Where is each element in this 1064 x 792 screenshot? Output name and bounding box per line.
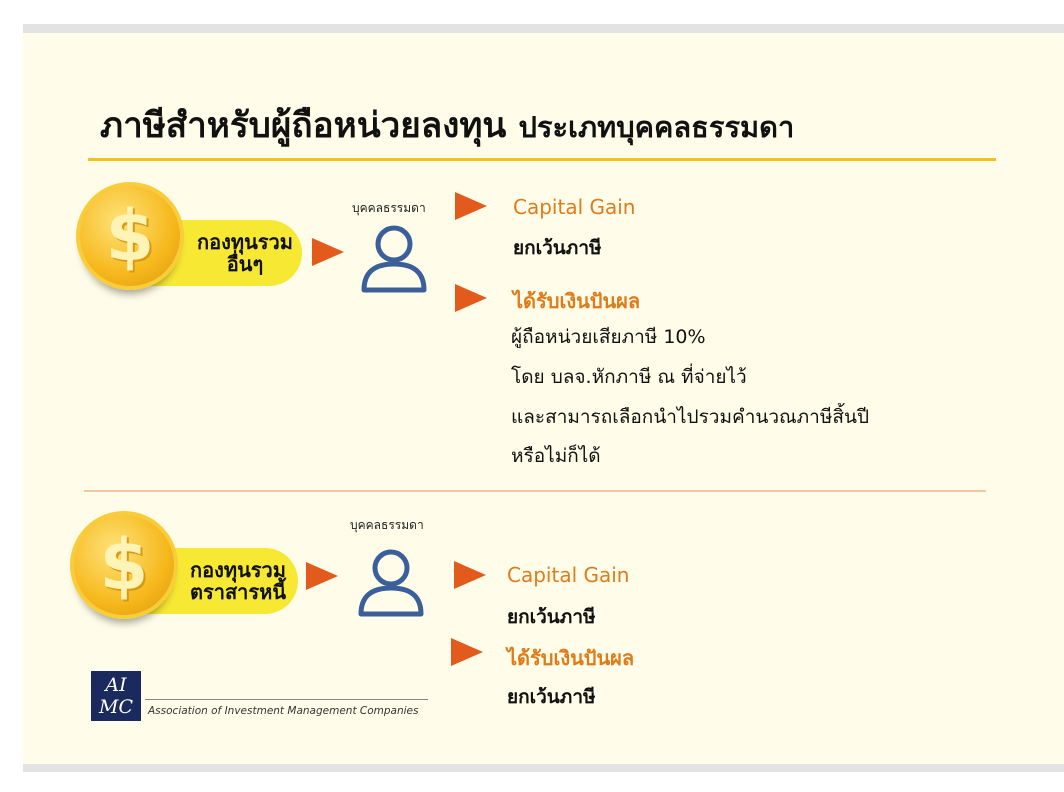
logo-mark: MC bbox=[99, 696, 133, 718]
capital-gain-text: ยกเว้นภาษี bbox=[507, 606, 596, 628]
investor-label: บุคคลธรรมดา bbox=[352, 201, 426, 215]
capital-gain-text: ยกเว้นภาษี bbox=[513, 237, 602, 259]
capital-gain-heading: Capital Gain bbox=[513, 195, 636, 219]
dividend-heading: ได้รับเงินปันผล bbox=[513, 289, 641, 313]
slide bbox=[23, 33, 1064, 764]
fund-label-line: ตราสารหนี้ bbox=[190, 580, 286, 604]
dividend-text: ยกเว้นภาษี bbox=[507, 686, 596, 708]
fund-label-line: กองทุนรวม bbox=[190, 558, 286, 582]
dividend-line: ผู้ถือหน่วยเสียภาษี 10% bbox=[511, 326, 706, 348]
arrow-icon bbox=[451, 638, 483, 666]
capital-gain-heading: Capital Gain bbox=[507, 563, 630, 587]
arrow-icon bbox=[312, 238, 344, 266]
dividend-line: และสามารถเลือกนำไปรวมคำนวณภาษีสิ้นปี bbox=[511, 406, 870, 428]
logo-mark: AI bbox=[105, 674, 127, 696]
title-underline bbox=[88, 158, 996, 161]
arrow-icon bbox=[306, 562, 338, 590]
page-title: ภาษีสำหรับผู้ถือหน่วยลงทุน ประเภทบุคคลธร… bbox=[100, 98, 794, 153]
top-bar bbox=[23, 24, 1064, 33]
investor-label: บุคคลธรรมดา bbox=[350, 518, 424, 532]
dollar-coin-icon: $ bbox=[76, 182, 184, 290]
logo-divider bbox=[145, 699, 428, 700]
dollar-coin-icon: $ bbox=[70, 511, 178, 619]
section-divider bbox=[84, 490, 986, 492]
arrow-icon bbox=[454, 561, 486, 589]
fund-label-line: กองทุนรวม bbox=[197, 230, 293, 254]
dividend-line: หรือไม่ก็ได้ bbox=[511, 445, 601, 467]
dividend-line: โดย บลจ.หักภาษี ณ ที่จ่ายไว้ bbox=[511, 366, 747, 388]
logo-name: Association of Investment Management Com… bbox=[148, 705, 419, 717]
dividend-heading: ได้รับเงินปันผล bbox=[507, 646, 635, 670]
person-icon bbox=[358, 549, 424, 617]
person-icon bbox=[361, 225, 427, 293]
arrow-icon bbox=[455, 284, 487, 312]
title-main: ภาษีสำหรับผู้ถือหน่วยลงทุน bbox=[100, 106, 507, 146]
title-sub: ประเภทบุคคลธรรมดา bbox=[518, 110, 795, 144]
arrow-icon bbox=[455, 192, 487, 220]
fund-label-line: อื่นๆ bbox=[226, 252, 264, 276]
bottom-bar bbox=[23, 764, 1064, 772]
